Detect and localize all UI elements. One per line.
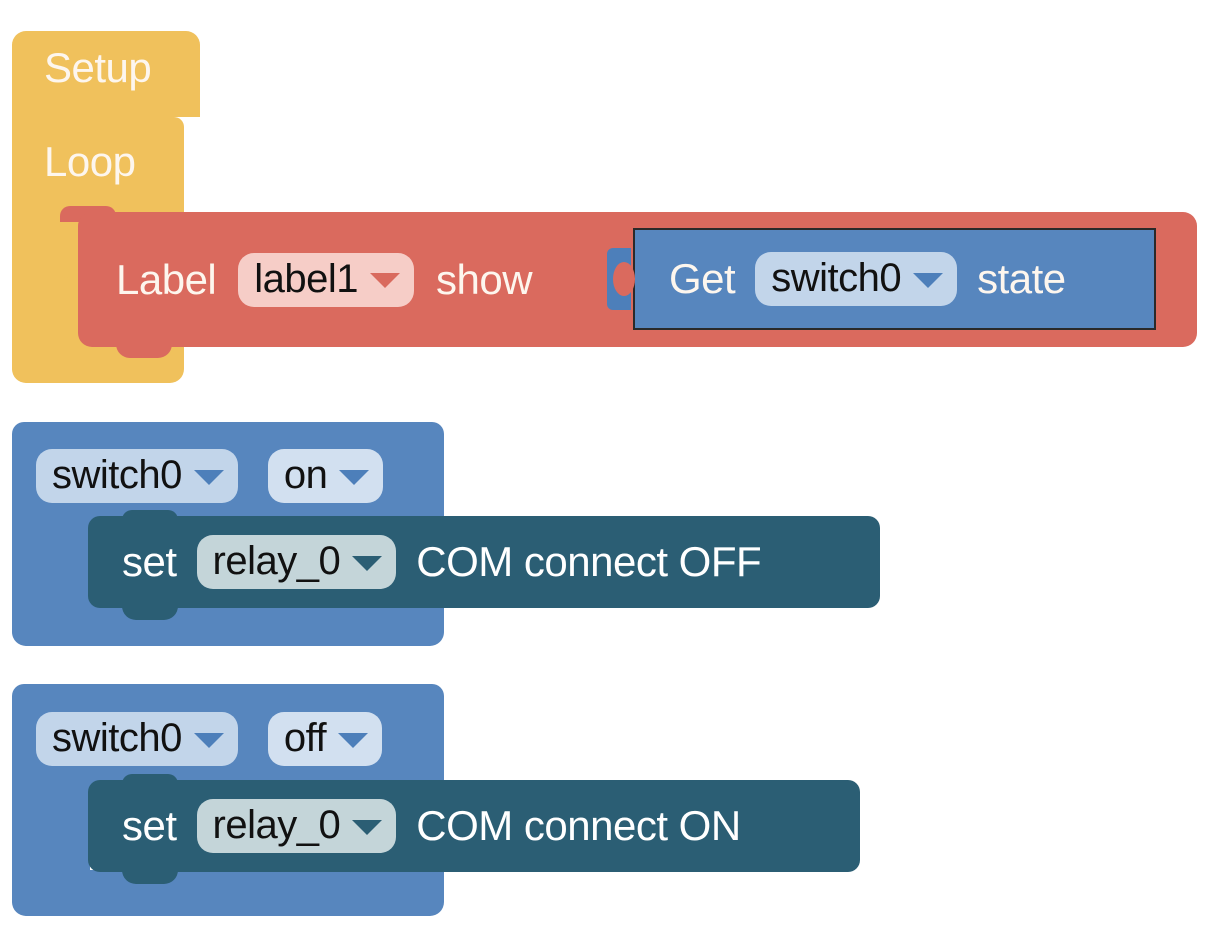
get-switch-state-block[interactable]: Get switch0 state <box>633 228 1156 330</box>
event-bottom-bar <box>12 870 444 916</box>
chevron-down-icon <box>338 732 369 748</box>
chevron-down-icon <box>352 555 383 571</box>
chevron-down-icon <box>193 732 224 748</box>
chevron-down-icon <box>352 819 383 835</box>
chevron-down-icon <box>913 272 944 288</box>
set-relay-row: set relay_0 COM connect OFF <box>122 516 762 608</box>
label-block-suffix: show <box>436 255 533 303</box>
set-relay-block-off[interactable]: set relay_0 COM connect OFF <box>88 516 880 608</box>
event-state-dropdown-value: off <box>283 716 327 760</box>
label-show-row: Label label1 show <box>116 212 533 347</box>
event-header-row: switch0 off <box>36 684 383 794</box>
loop-block-label: Loop <box>44 138 136 185</box>
set-block-prefix: set <box>122 802 177 849</box>
setup-block-label: Setup <box>44 44 152 91</box>
get-block-prefix: Get <box>669 255 736 302</box>
event-header-row: switch0 on <box>36 422 384 530</box>
event-state-dropdown[interactable]: on <box>267 449 384 503</box>
setup-hat-block[interactable]: Setup <box>12 31 200 117</box>
label-name-dropdown-value: label1 <box>254 256 359 301</box>
set-relay-block-on[interactable]: set relay_0 COM connect ON <box>88 780 860 872</box>
loop-top-bar <box>12 117 184 217</box>
chevron-down-icon <box>339 469 370 485</box>
setup-bottom-notch <box>56 115 104 131</box>
set-relay-dropdown[interactable]: relay_0 <box>196 799 397 853</box>
label-block-bottom-bump <box>116 340 172 358</box>
event-device-dropdown[interactable]: switch0 <box>36 449 238 503</box>
set-relay-bottom-bump <box>122 602 178 620</box>
event-device-dropdown-value: switch0 <box>52 716 182 760</box>
value-socket-tab <box>613 262 635 296</box>
set-relay-dropdown-value: relay_0 <box>212 803 341 847</box>
get-switch-dropdown[interactable]: switch0 <box>755 252 958 306</box>
set-relay-row: set relay_0 COM connect ON <box>122 780 741 872</box>
get-switch-dropdown-value: switch0 <box>771 256 902 300</box>
chevron-down-icon <box>193 469 224 485</box>
event-state-dropdown[interactable]: off <box>267 712 383 766</box>
set-block-suffix: COM connect ON <box>416 802 741 849</box>
chevron-down-icon <box>370 273 401 288</box>
loop-block[interactable]: Loop <box>12 117 184 383</box>
set-relay-bottom-bump <box>122 866 178 884</box>
set-block-suffix: COM connect OFF <box>416 538 762 585</box>
event-device-dropdown[interactable]: switch0 <box>36 712 238 766</box>
label-block-prefix: Label <box>116 255 217 303</box>
set-relay-dropdown-value: relay_0 <box>212 539 341 583</box>
set-relay-dropdown[interactable]: relay_0 <box>196 535 397 589</box>
get-block-suffix: state <box>977 255 1066 302</box>
event-state-dropdown-value: on <box>283 453 328 497</box>
event-device-dropdown-value: switch0 <box>52 453 182 497</box>
set-block-prefix: set <box>122 538 177 585</box>
label-name-dropdown[interactable]: label1 <box>238 252 415 307</box>
get-switch-state-row: Get switch0 state <box>669 230 1066 328</box>
switch0-on-stack[interactable]: switch0 on <box>12 422 444 646</box>
